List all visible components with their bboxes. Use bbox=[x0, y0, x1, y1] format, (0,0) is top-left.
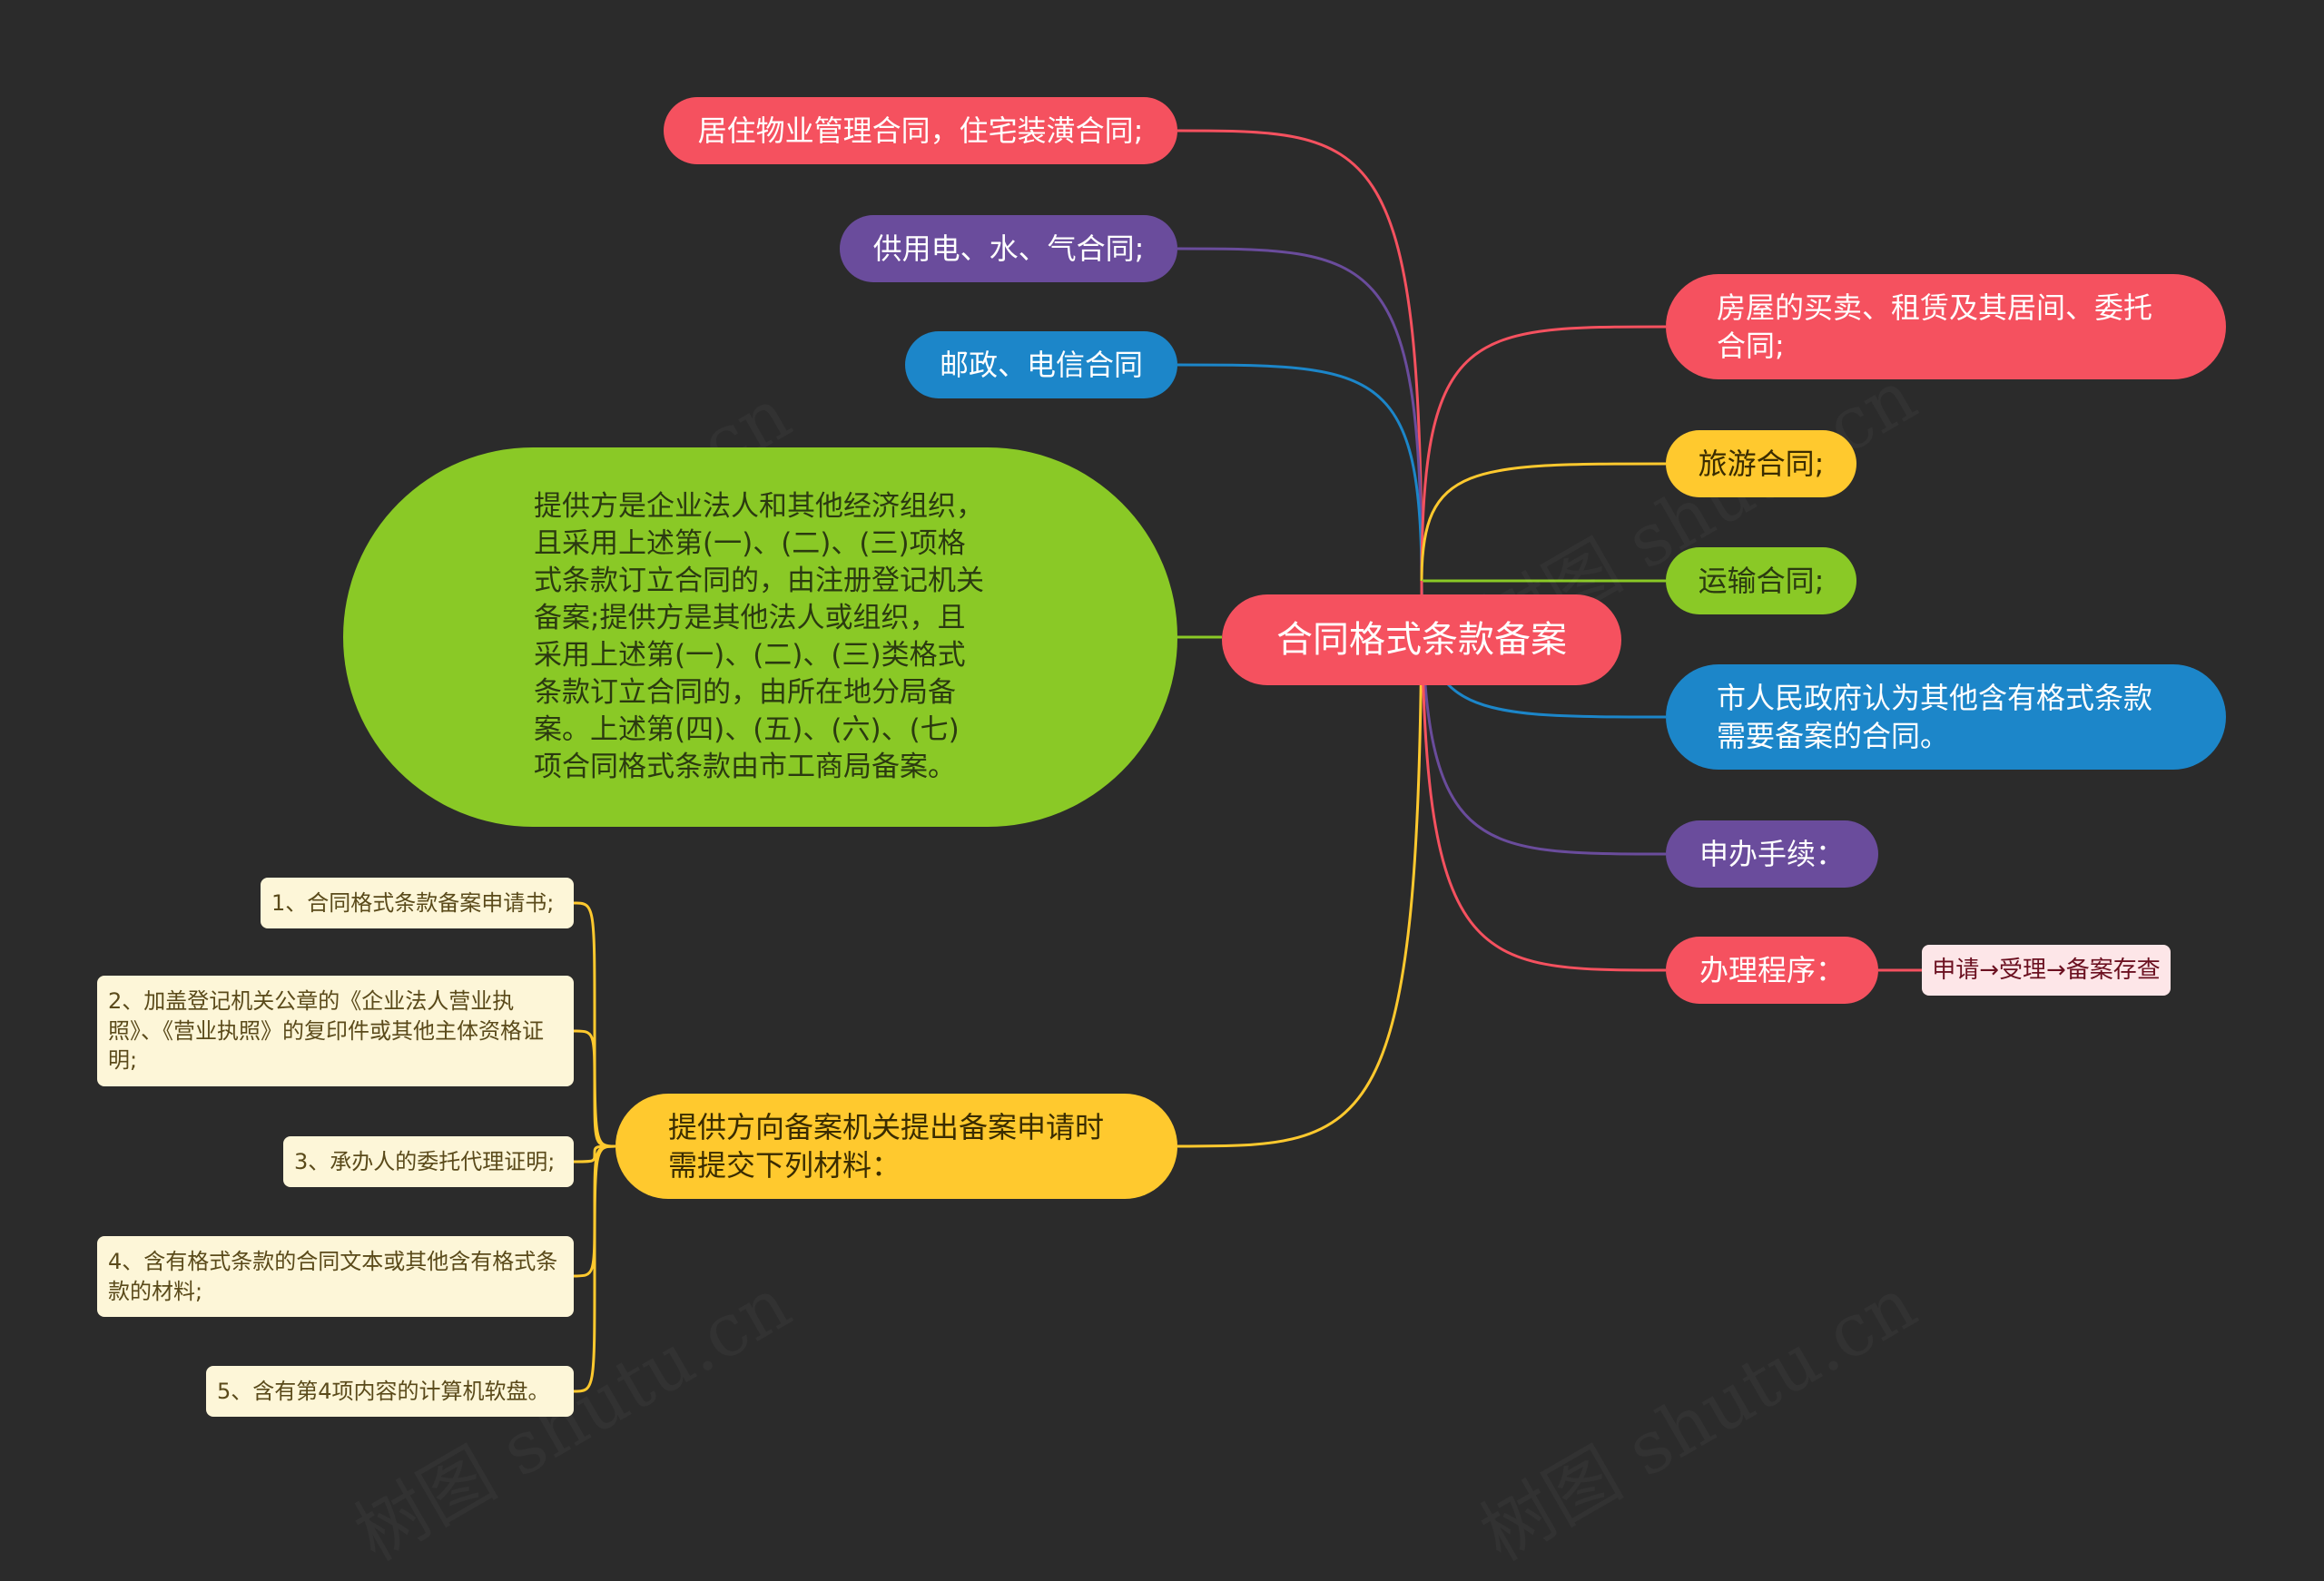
material-label: 3、承办人的委托代理证明; bbox=[294, 1148, 556, 1174]
material-label: 2、加盖登记机关公章的《企业法人营业执照》、《营业执照》的复印件或其他主体资格证… bbox=[108, 988, 544, 1074]
connector bbox=[1177, 129, 1423, 582]
node-housing-contract[interactable]: 房屋的买卖、租赁及其居间、委托合同; bbox=[1666, 274, 2226, 379]
node-label: 邮政、电信合同 bbox=[939, 347, 1143, 382]
connector bbox=[573, 1144, 616, 1393]
connector bbox=[1177, 363, 1423, 582]
node-label: 提供方是企业法人和其他经济组织，且采用上述第(一)、(二)、(三)项格式条款订立… bbox=[534, 490, 984, 783]
connector bbox=[573, 1029, 616, 1148]
connector bbox=[573, 901, 616, 1148]
node-travel-contract[interactable]: 旅游合同; bbox=[1666, 430, 1856, 497]
mindmap-canvas: 树图 shutu.cn 树图 shutu.cn 树图 shutu.cn 树图 s… bbox=[97, 97, 2226, 1417]
root-node[interactable]: 合同格式条款备案 bbox=[1222, 594, 1621, 685]
node-utility-contract[interactable]: 供用电、水、气合同; bbox=[840, 215, 1177, 282]
connector-lines bbox=[573, 129, 1922, 1393]
node-handling-procedure[interactable]: 办理程序： bbox=[1666, 937, 1878, 1004]
node-label: 房屋的买卖、租赁及其居间、委托合同; bbox=[1717, 290, 2153, 363]
material-label: 5、含有第4项内容的计算机软盘。 bbox=[217, 1378, 550, 1404]
node-label: 居住物业管理合同，住宅装潢合同; bbox=[697, 113, 1144, 148]
connector bbox=[573, 1144, 616, 1164]
connector bbox=[1420, 462, 1667, 582]
node-label: 提供方向备案机关提出备案申请时需提交下列材料： bbox=[668, 1109, 1105, 1183]
node-label: 办理程序： bbox=[1699, 952, 1845, 987]
connector bbox=[1420, 325, 1667, 582]
root-label: 合同格式条款备案 bbox=[1276, 618, 1567, 661]
material-item-application[interactable]: 1、合同格式条款备案申请书; bbox=[261, 878, 574, 928]
node-label: 市人民政府认为其他含有格式条款需要备案的合同。 bbox=[1717, 680, 2153, 753]
connector bbox=[1177, 580, 1423, 1148]
node-label: 申办手续： bbox=[1699, 836, 1845, 871]
material-item-floppy-disk[interactable]: 5、含有第4项内容的计算机软盘。 bbox=[206, 1366, 574, 1417]
material-item-contract-text[interactable]: 4、含有格式条款的合同文本或其他含有格式条款的材料; bbox=[97, 1236, 574, 1317]
node-filing-authority[interactable]: 提供方是企业法人和其他经济组织，且采用上述第(一)、(二)、(三)项格式条款订立… bbox=[343, 447, 1177, 827]
node-government-contract[interactable]: 市人民政府认为其他含有格式条款需要备案的合同。 bbox=[1666, 664, 2226, 770]
node-required-materials[interactable]: 提供方向备案机关提出备案申请时需提交下列材料： bbox=[615, 1094, 1177, 1199]
material-item-license-copy[interactable]: 2、加盖登记机关公章的《企业法人营业执照》、《营业执照》的复印件或其他主体资格证… bbox=[97, 976, 574, 1086]
material-label: 4、含有格式条款的合同文本或其他含有格式条款的材料; bbox=[108, 1249, 558, 1304]
material-item-proxy-proof[interactable]: 3、承办人的委托代理证明; bbox=[283, 1136, 574, 1187]
connector bbox=[1420, 580, 1667, 972]
material-label: 1、合同格式条款备案申请书; bbox=[271, 889, 555, 916]
procedure-detail[interactable]: 申请→受理→备案存查 bbox=[1922, 945, 2171, 996]
node-residential-contract[interactable]: 居住物业管理合同，住宅装潢合同; bbox=[664, 97, 1177, 164]
procedure-label: 申请→受理→备案存查 bbox=[1932, 956, 2161, 984]
node-postal-contract[interactable]: 邮政、电信合同 bbox=[905, 331, 1177, 398]
node-label: 运输合同; bbox=[1698, 563, 1825, 598]
node-label: 供用电、水、气合同; bbox=[872, 231, 1145, 266]
connector bbox=[1177, 247, 1423, 582]
node-application-procedure[interactable]: 申办手续： bbox=[1666, 820, 1878, 888]
node-label: 旅游合同; bbox=[1698, 446, 1825, 481]
node-transport-contract[interactable]: 运输合同; bbox=[1666, 547, 1856, 614]
